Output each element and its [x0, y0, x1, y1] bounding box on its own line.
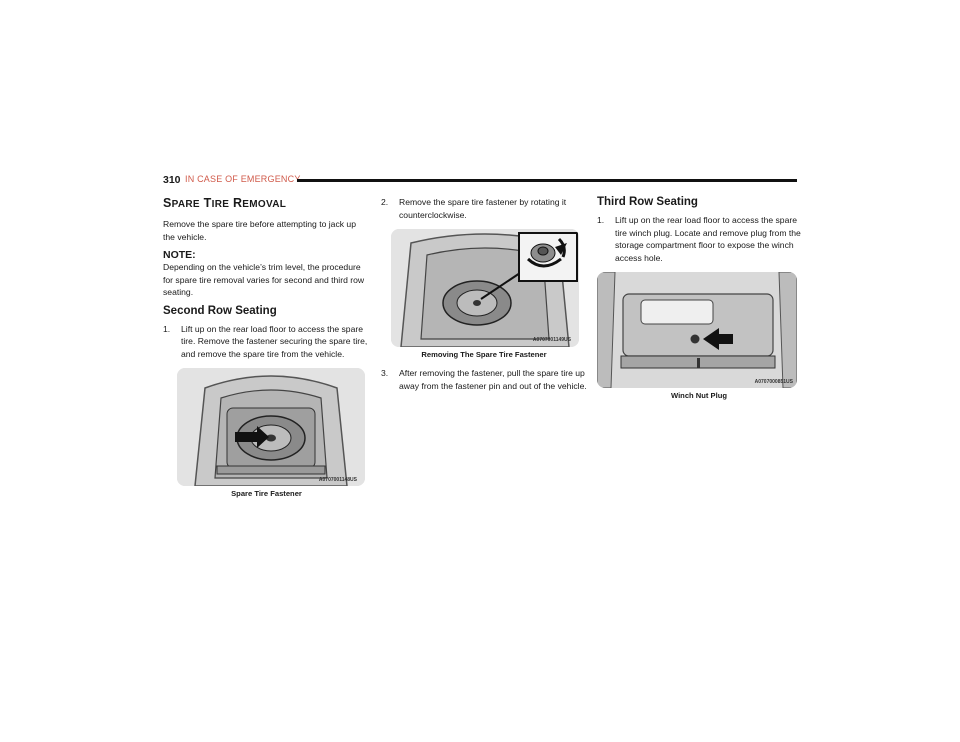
- step-item: 1. Lift up on the rear load floor to acc…: [597, 215, 801, 263]
- subsection-title-second-row: Second Row Seating: [163, 304, 277, 317]
- step-item: 3. After removing the fastener, pull the…: [381, 368, 587, 391]
- figure-code: A0707001148US: [318, 477, 357, 483]
- figure-caption: Removing The Spare Tire Fastener: [421, 350, 547, 359]
- figure-spare-tire-fastener: A0707001148US Spare Tire Fastener: [163, 368, 370, 498]
- step-item: 2. Remove the spare tire fastener by rot…: [381, 197, 567, 220]
- figure-removing-fastener: A0707001149US Removing The Spare Tire Fa…: [381, 229, 587, 359]
- figure-code: A0707000851US: [754, 379, 793, 385]
- figure-caption: Spare Tire Fastener: [231, 489, 302, 498]
- section-title: SPARE TIRE REMOVAL: [163, 196, 287, 210]
- spare-tire-illustration: A0707001148US: [177, 368, 365, 486]
- page-header: 310 IN CASE OF EMERGENCY: [163, 174, 797, 186]
- column-1: SPARE TIRE REMOVAL Remove the spare tire…: [163, 196, 370, 498]
- step-item: 1. Lift up on the rear load floor to acc…: [163, 323, 368, 359]
- winch-plug-illustration: A0707000851US: [597, 272, 797, 388]
- note-label: NOTE:: [163, 249, 196, 261]
- fastener-removal-illustration: A0707001149US: [391, 229, 579, 347]
- section-name: IN CASE OF EMERGENCY: [185, 174, 301, 184]
- subsection-title-third-row: Third Row Seating: [597, 196, 698, 208]
- header-rule: [297, 179, 797, 182]
- column-3: Third Row Seating 1. Lift up on the rear…: [597, 196, 801, 400]
- figure-caption: Winch Nut Plug: [670, 391, 728, 400]
- figure-winch-nut-plug: A0707000851US Winch Nut Plug: [597, 272, 801, 400]
- figure-code: A0707001149US: [532, 337, 571, 343]
- page-number: 310: [163, 174, 181, 186]
- intro-paragraph: Remove the spare tire before attempting …: [163, 219, 356, 242]
- note-text: Depending on the vehicle’s trim level, t…: [163, 262, 365, 297]
- column-2: 2. Remove the spare tire fastener by rot…: [381, 196, 587, 398]
